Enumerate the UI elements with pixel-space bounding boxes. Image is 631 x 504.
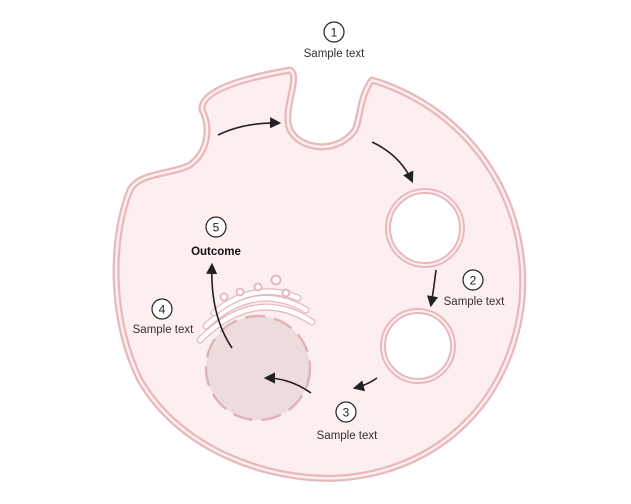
arrow-step-5 <box>263 372 312 394</box>
cell-membrane-icon <box>112 66 527 482</box>
step-number-badge <box>462 269 484 291</box>
arrow-step-1 <box>217 117 282 136</box>
step-label: Sample text <box>133 324 195 336</box>
step-label: Sample text <box>304 48 366 60</box>
step-number-badge <box>151 298 173 320</box>
step-3: 3 Sample text <box>317 401 379 442</box>
vesicle-inner-ring <box>382 310 454 382</box>
step-5-outcome: 5 Outcome <box>191 216 241 258</box>
arrow-step-3 <box>427 269 439 308</box>
step-number-badge <box>205 216 227 238</box>
step-number: 5 <box>213 221 220 235</box>
vesicle-inner-ring <box>387 190 463 266</box>
step-label: Sample text <box>444 296 506 308</box>
cell-membrane-inner-line <box>114 68 524 480</box>
outcome-label: Outcome <box>191 246 241 258</box>
step-1: 1 Sample text <box>304 21 366 60</box>
golgi-apparatus-icon <box>196 274 316 344</box>
step-number: 2 <box>470 274 477 288</box>
step-number-badge <box>323 21 345 43</box>
step-number: 4 <box>159 303 166 317</box>
step-4: 4 Sample text <box>133 298 195 336</box>
step-number: 3 <box>343 406 350 420</box>
arrow-step-4 <box>352 377 378 392</box>
lysosome-icon <box>204 314 312 422</box>
arrow-step-2 <box>371 141 414 184</box>
step-number-badge <box>335 401 357 423</box>
step-2: 2 Sample text <box>444 269 506 308</box>
arrow-step-6 <box>206 262 233 349</box>
step-label: Sample text <box>317 430 379 442</box>
step-number: 1 <box>331 26 338 40</box>
